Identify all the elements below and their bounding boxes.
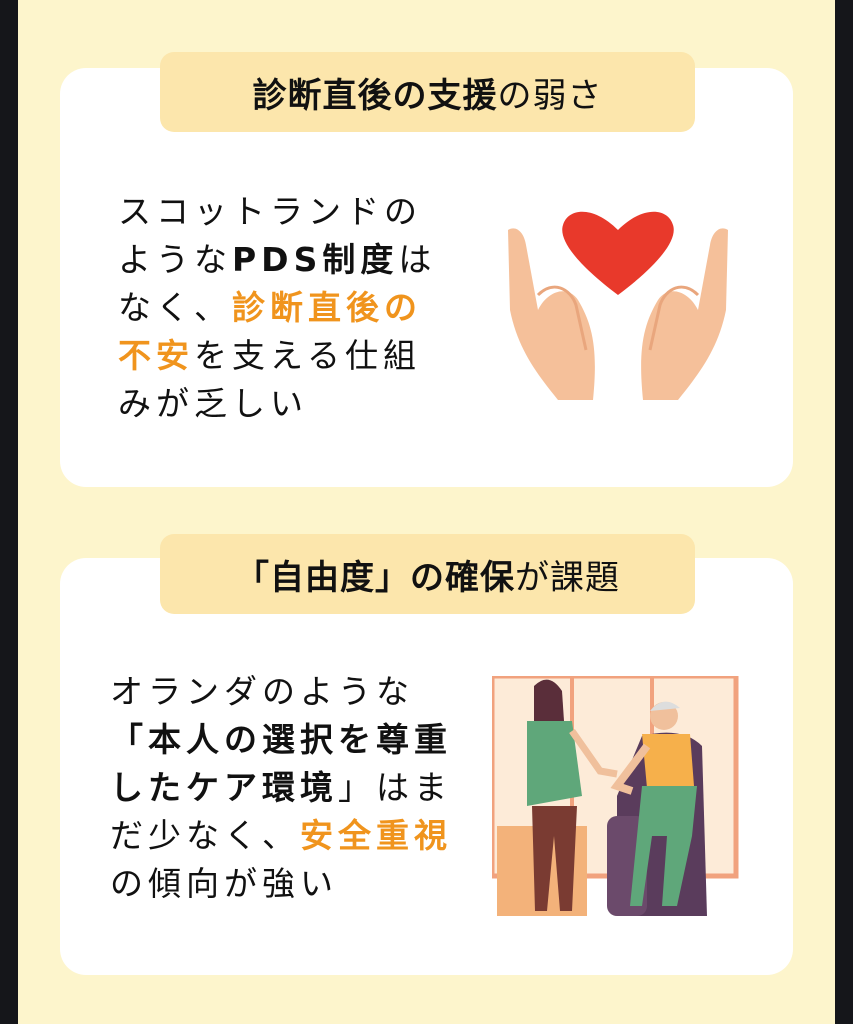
text-segment: なく、 [118,288,232,327]
text-segment: を支える仕組 [194,336,422,375]
section-body-text: スコットランドの ようなPDS制度は なく、診断直後の 不安を支える仕組 みが乏… [118,188,436,428]
title-normal: が課題 [515,557,620,598]
title-bold: 「自由度」の確保 [235,557,515,598]
text-segment-highlight: 不安 [118,336,194,375]
title-normal: の弱さ [497,75,603,116]
text-segment-bold: したケア環境 [110,768,338,807]
text-segment: スコットランドの [118,192,422,231]
text-segment-bold: 「本人の選択を尊重 [110,720,452,759]
text-segment-highlight: 安全重視 [300,816,452,855]
text-segment: オランダのような [110,672,414,711]
title-bold: 診断直後の支援 [252,75,498,116]
caregiver-with-elderly-illustration [492,676,739,916]
section-title-badge: 「自由度」の確保が課題 [160,534,695,614]
text-segment: みが乏しい [118,384,308,423]
section-body-text: オランダのような 「本人の選択を尊重 したケア環境」はま だ少なく、安全重視 の… [110,668,452,908]
section-card-diagnosis-support [60,68,793,487]
text-segment: ような [118,240,232,279]
text-segment-bold: PDS制度 [232,240,399,279]
text-segment: 」はま [338,768,452,807]
text-segment: だ少なく、 [110,816,300,855]
page: 診断直後の支援の弱さ スコットランドの ようなPDS制度は なく、診断直後の 不… [18,0,835,1024]
text-segment-highlight: 診断直後の [232,288,422,327]
text-segment: の傾向が強い [110,864,338,903]
section-title-badge: 診断直後の支援の弱さ [160,52,695,132]
hands-holding-heart-icon [508,211,728,400]
text-segment: は [398,240,437,279]
